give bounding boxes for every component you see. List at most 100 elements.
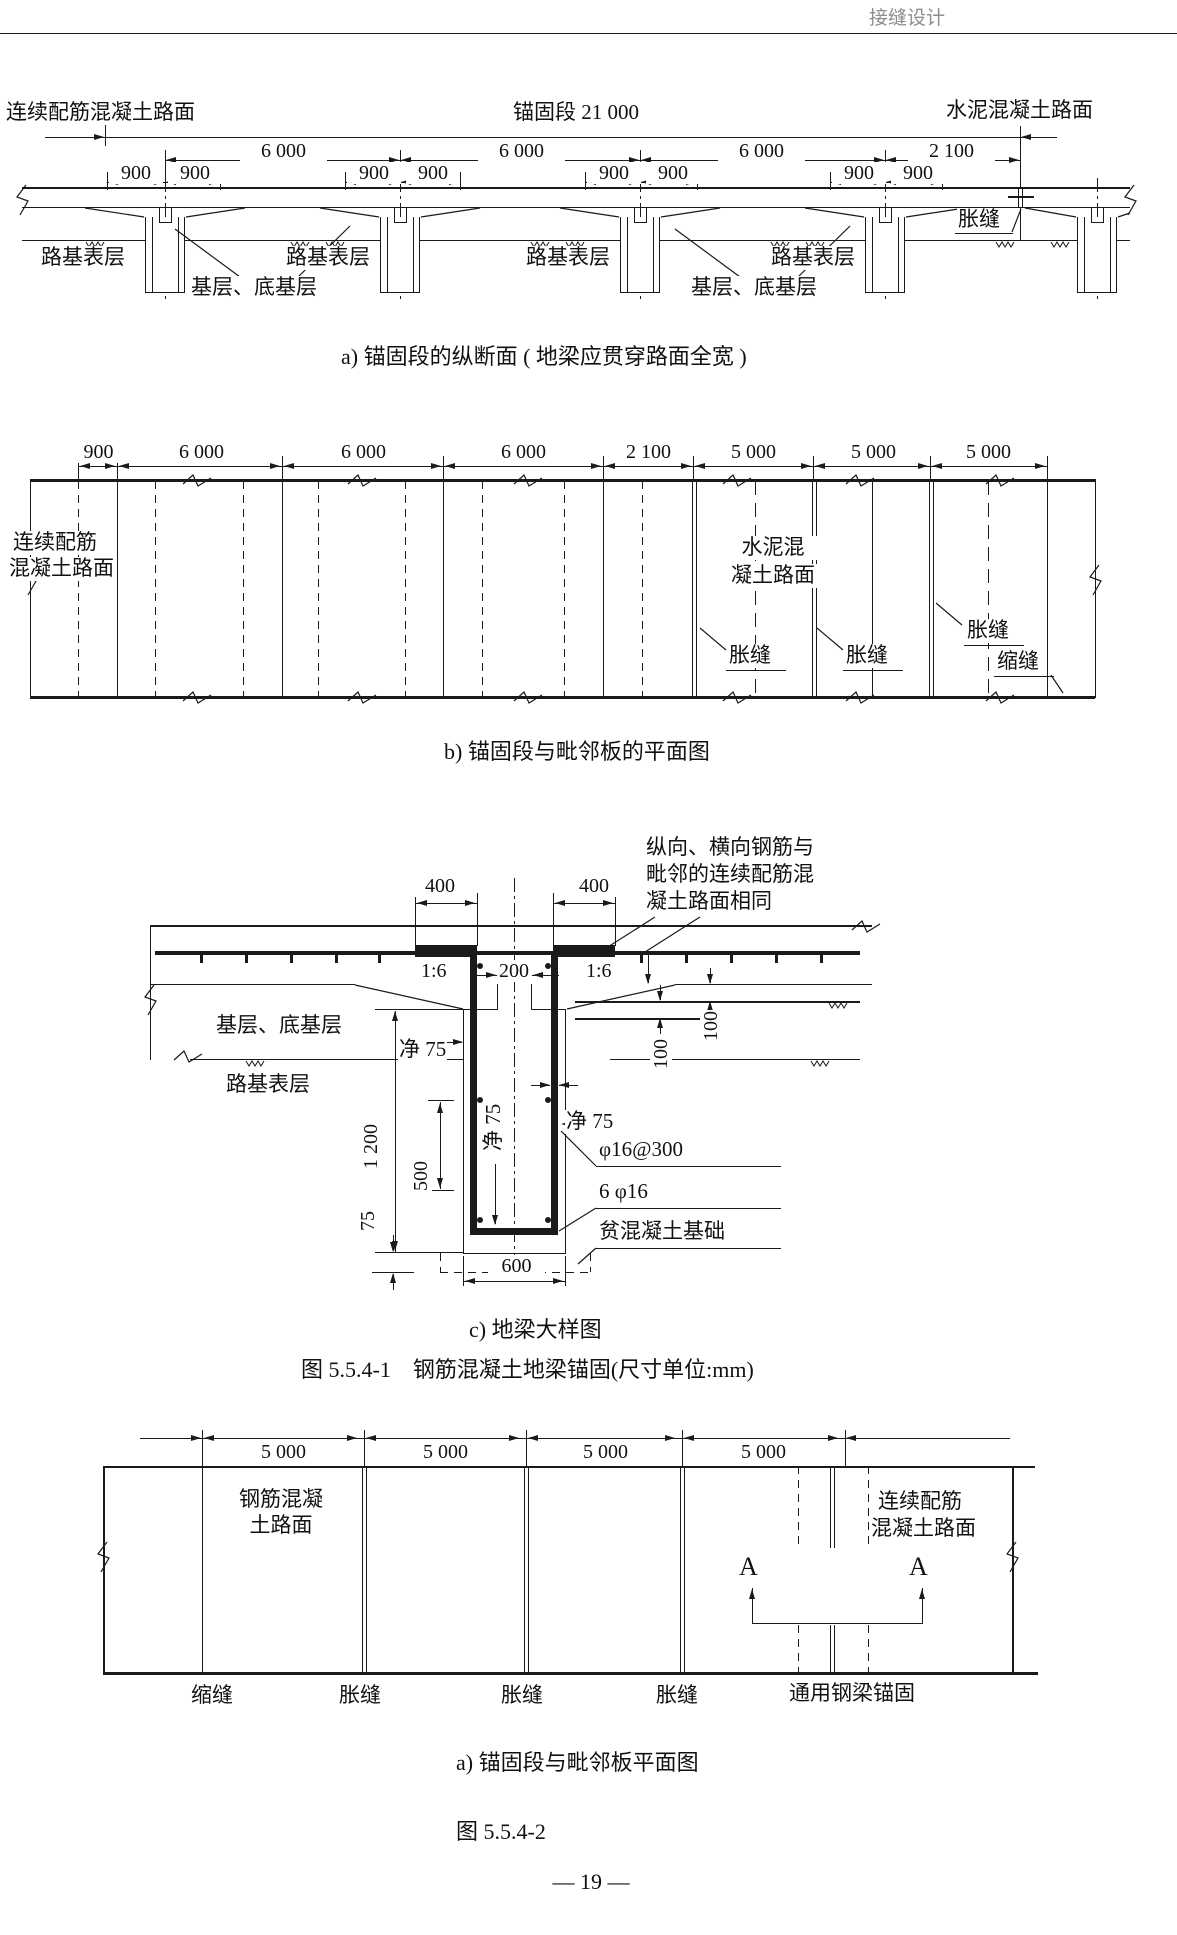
drawing-line (415, 893, 416, 946)
rebar-dot (477, 963, 483, 969)
dimension-arrow (105, 462, 115, 469)
drawing-line (929, 481, 930, 697)
f2-caption: a) 锚固段与毗邻板平面图 (455, 1750, 700, 1776)
drawing-line (752, 1623, 923, 1624)
drawing-line (1008, 196, 1034, 198)
dimension-arrow (417, 899, 427, 906)
dimension-arrow (553, 1277, 563, 1284)
drawing-line (155, 481, 156, 697)
dimension-arrow (681, 462, 691, 469)
drawing-line (1012, 1466, 1014, 1674)
drawing-line (0, 33, 1177, 34)
transverse-bar-tick (730, 955, 733, 963)
f2-label-contraction-joint: 缩缝 (190, 1683, 234, 1708)
dimension-arrow (874, 156, 884, 163)
drawing-line (872, 481, 873, 697)
drawing-line (482, 481, 483, 697)
f1c-dim-100: 100 (700, 1010, 723, 1042)
dimension-arrow (347, 1434, 357, 1441)
dimension-arrow (528, 1434, 538, 1441)
drawing-line (497, 984, 498, 1010)
break-symbol (16, 184, 29, 216)
ground-beam-wall (634, 222, 647, 223)
f1b-label-crcp: 连续配筋 (12, 530, 98, 555)
ground-beam-wall (387, 217, 388, 293)
dimension-arrow (932, 462, 942, 469)
drawing-line (930, 456, 931, 480)
dimension-arrow (846, 1434, 856, 1441)
f1c-slope-1-6: 1:6 (585, 960, 613, 983)
dimension-arrow (706, 974, 713, 984)
break-symbol (851, 920, 881, 933)
f1a-dim-900: 900 (109, 162, 163, 185)
leader-line (660, 207, 721, 218)
drawing-line (155, 951, 860, 955)
dimension-arrow (559, 1081, 569, 1088)
drawing-line (362, 1466, 363, 1672)
fig2-number: 图 5.5.4-2 (455, 1819, 547, 1845)
ground-beam-wall (627, 217, 628, 293)
f1c-dim-500: 500 (410, 1160, 433, 1192)
drawing-line (22, 207, 1130, 208)
ground-hatch (810, 1060, 830, 1067)
dimension-arrow (491, 1215, 498, 1225)
drawing-line (117, 481, 118, 697)
drawing-line (531, 1009, 565, 1010)
ground-beam-wall (879, 222, 892, 223)
f1b-label-pcc: 水泥混 (727, 535, 819, 560)
drawing-line (813, 456, 814, 480)
drawing-line (524, 1466, 525, 1672)
drawing-line (22, 187, 1130, 189)
f2-label-expansion-joint: 胀缝 (338, 1683, 382, 1708)
leader-line (558, 1207, 597, 1232)
leader-line (174, 228, 241, 278)
drawing-line (140, 1438, 1010, 1439)
transverse-bar-tick (685, 955, 688, 963)
drawing-line (933, 481, 934, 697)
rebar-dot (565, 946, 571, 952)
drawing-line (103, 1672, 1038, 1675)
f2-dim-5000: 5 000 (741, 1441, 786, 1463)
dimension-arrow (815, 462, 825, 469)
ground-beam-wall (1091, 222, 1104, 223)
f1c-slope-1-6: 1:6 (420, 960, 448, 983)
f2-dim-5000: 5 000 (261, 1441, 306, 1463)
f1b-label-crcp: 混凝土路面 (8, 556, 115, 581)
f1b-label-expansion-joint: 胀缝 (845, 643, 889, 668)
dimension-arrow (389, 156, 399, 163)
drawing-line (922, 1588, 923, 1624)
drawing-line (243, 481, 244, 697)
drawing-line (463, 1256, 464, 1286)
leader-line (674, 228, 741, 278)
drawing-line (443, 481, 444, 697)
drawing-line (868, 1466, 869, 1545)
f1b-label-expansion-joint: 胀缝 (728, 643, 772, 668)
ground-beam-wall (1084, 217, 1085, 293)
dimension-arrow (465, 1277, 475, 1284)
drawing-line (202, 1430, 203, 1468)
drawing-line (282, 481, 283, 697)
dimension-arrow (918, 1589, 925, 1599)
break-symbol (513, 474, 543, 487)
drawing-line (816, 481, 817, 697)
ground-beam-wall (891, 207, 892, 223)
dimension-arrow (656, 991, 663, 1001)
f1c-dim-1200: 1 200 (360, 1123, 383, 1170)
dimension-arrow (401, 156, 411, 163)
f1a-label-anchor: 锚固段 21 000 (512, 100, 640, 125)
ground-beam-wall (394, 222, 407, 223)
drawing-line (30, 696, 1095, 699)
f1c-label-subgrade: 路基表层 (225, 1072, 311, 1097)
drawing-line (1047, 481, 1048, 697)
drawing-line (30, 479, 1095, 482)
leader-line (566, 984, 676, 1010)
rebar-dot (459, 946, 465, 952)
drawing-line (798, 1466, 799, 1545)
f1c-dim-clear-75: 净 75 (398, 1037, 448, 1062)
drawing-line (680, 1466, 681, 1672)
drawing-line (693, 456, 694, 480)
dimension-arrow (748, 1589, 755, 1599)
break-symbol (182, 474, 212, 487)
